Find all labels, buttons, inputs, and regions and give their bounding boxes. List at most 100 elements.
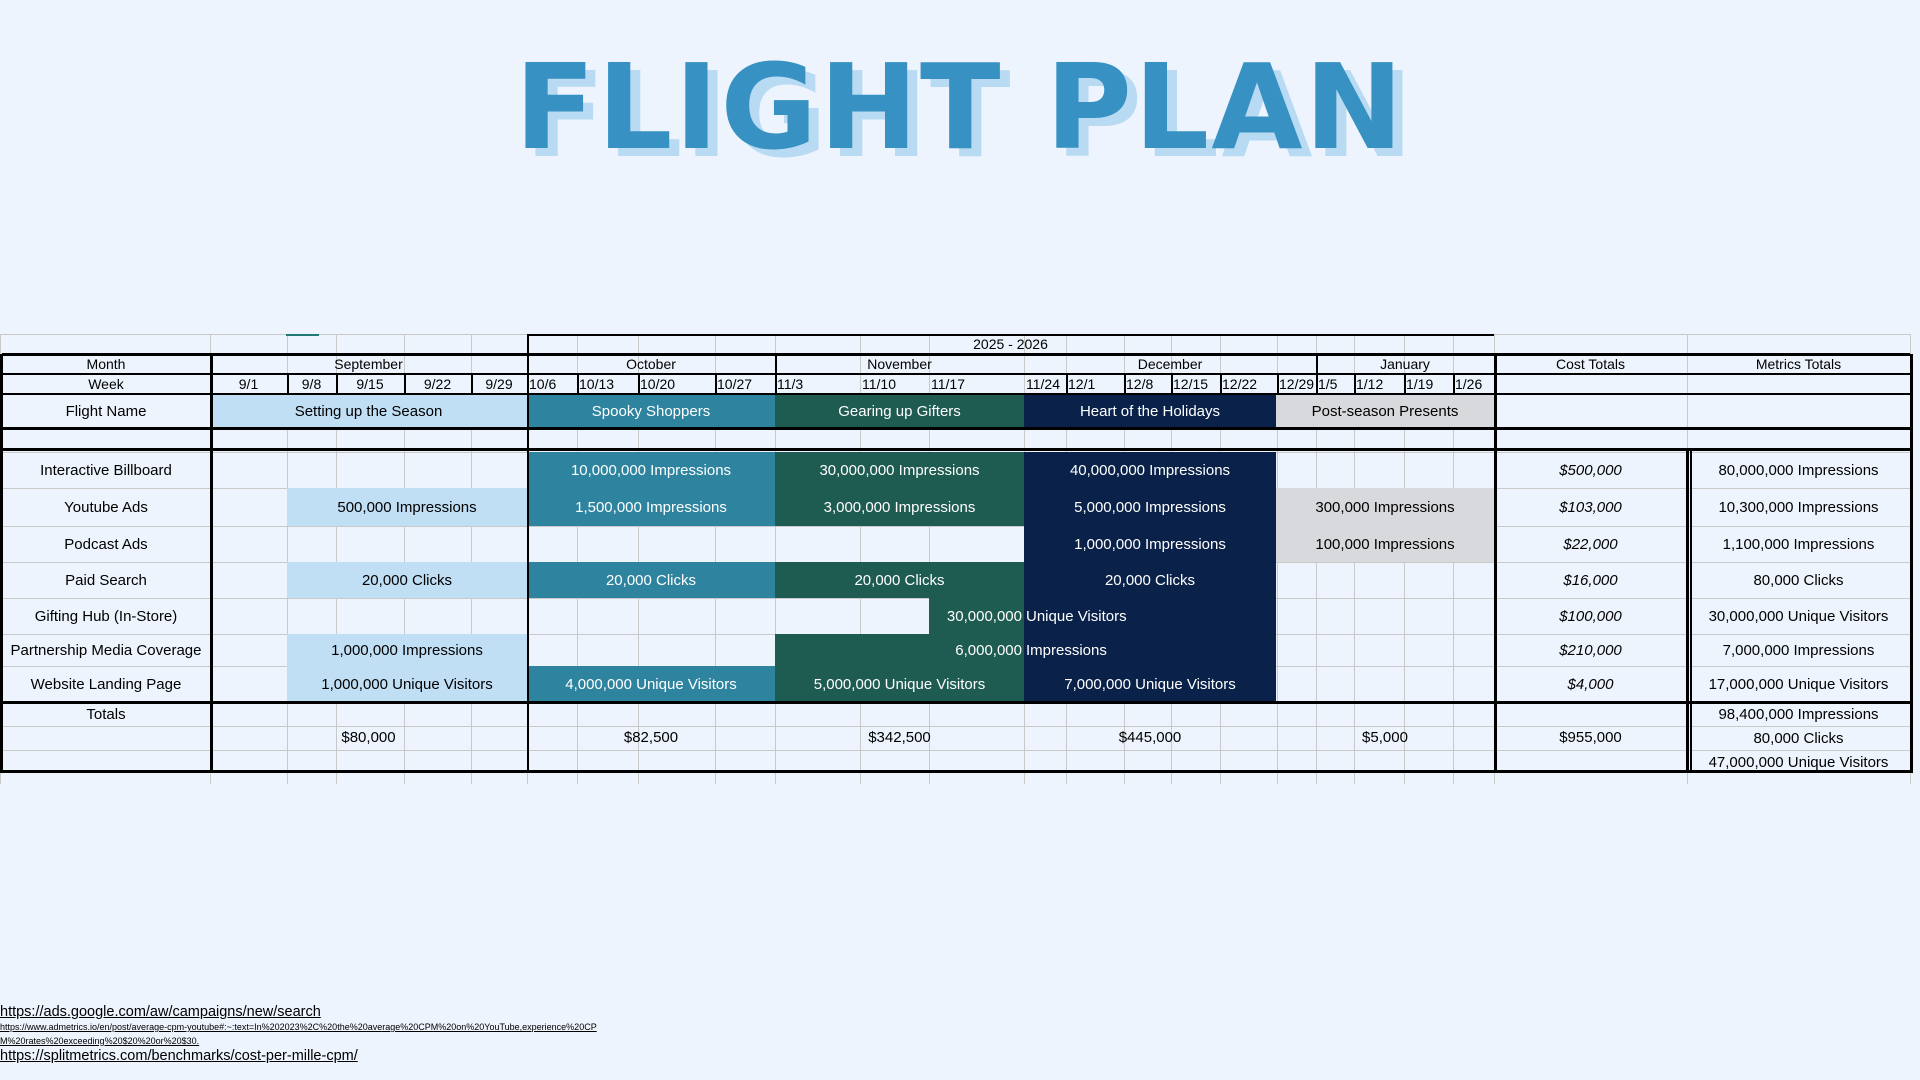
week-9-22: 9/22	[423, 376, 452, 392]
total-sep: $80,000	[341, 728, 396, 746]
border-line	[1171, 374, 1173, 394]
week-12-1: 12/1	[1068, 376, 1096, 392]
year-label: 2025 - 2026	[973, 336, 1048, 352]
grid-line	[775, 334, 776, 784]
channel-nov-value: 30,000,000 Impressions	[819, 461, 980, 479]
border-line	[2, 448, 1910, 451]
border-line	[775, 354, 777, 395]
schedule-block	[775, 562, 1024, 598]
channel-dec-value: 5,000,000 Impressions	[1074, 498, 1226, 516]
channel-name: Paid Search	[65, 571, 147, 589]
schedule-block	[287, 562, 527, 598]
month-september: September	[334, 356, 403, 372]
channel-jan-value: 300,000 Impressions	[1315, 498, 1455, 516]
week-11-3: 11/3	[777, 376, 804, 392]
channel-span-value: 6,000,000	[955, 641, 1022, 659]
border-line	[638, 374, 640, 394]
schedule-block	[775, 488, 1024, 526]
grid-line	[577, 334, 578, 784]
border-line	[527, 334, 1494, 336]
channel-oct-value: 1,500,000 Impressions	[575, 498, 727, 516]
schedule-block	[287, 634, 527, 666]
selection-marker	[286, 334, 319, 336]
source-link-admetrics[interactable]: https://www.admetrics.io/en/post/average…	[0, 1022, 597, 1046]
border-line	[1066, 374, 1068, 394]
border-line	[1404, 374, 1406, 394]
grid-line	[638, 334, 639, 784]
month-january: January	[1380, 356, 1430, 372]
schedule-block	[287, 666, 527, 702]
grid-line	[336, 334, 337, 784]
border-line	[287, 374, 289, 394]
schedule-block	[1024, 598, 1276, 634]
source-link-google-ads[interactable]: https://ads.google.com/aw/campaigns/new/…	[0, 1004, 321, 1020]
flight-name: Gearing up Gifters	[838, 402, 961, 420]
channel-name: Youtube Ads	[64, 498, 148, 516]
border-line	[471, 374, 473, 394]
channel-nov-value: 3,000,000 Impressions	[823, 498, 976, 516]
total-metric: 47,000,000 Unique Visitors	[1708, 753, 1889, 771]
total-metric: 98,400,000 Impressions	[1718, 705, 1879, 723]
week-9-8: 9/8	[301, 376, 322, 392]
channel-name: Interactive Billboard	[40, 461, 172, 479]
channel-oct-value: 4,000,000 Unique Visitors	[565, 675, 737, 693]
month-december: December	[1137, 356, 1203, 372]
week-12-8: 12/8	[1126, 376, 1154, 392]
channel-metric-total: 17,000,000 Unique Visitors	[1708, 675, 1889, 693]
schedule-block	[527, 452, 775, 488]
channel-span-unit: Impressions	[1026, 641, 1107, 659]
week-1-5: 1/5	[1318, 376, 1338, 392]
border-line	[1316, 354, 1318, 395]
channel-oct-value: 10,000,000 Impressions	[570, 461, 732, 479]
month-header: Month	[86, 356, 126, 372]
channel-name: Gifting Hub (In-Store)	[34, 607, 178, 625]
border-line	[1124, 374, 1126, 394]
channel-cost: $500,000	[1559, 461, 1622, 479]
week-10-27: 10/27	[717, 376, 753, 392]
border-line	[1494, 354, 1497, 773]
page-title: FLIGHT PLAN	[514, 38, 1406, 176]
week-9-1: 9/1	[238, 376, 259, 392]
schedule-block	[775, 634, 1024, 666]
week-1-19: 1/19	[1406, 376, 1434, 392]
grid-line	[0, 750, 1910, 751]
channel-nov-value: 5,000,000 Unique Visitors	[813, 675, 986, 693]
grid-line	[404, 334, 405, 784]
week-12-22: 12/22	[1222, 376, 1258, 392]
channel-cost: $210,000	[1559, 641, 1622, 659]
border-line	[527, 334, 529, 773]
month-november: November	[867, 356, 932, 372]
channel-sep-value: 1,000,000 Impressions	[331, 641, 483, 659]
grid-line	[471, 334, 472, 784]
source-links: https://ads.google.com/aw/campaigns/new/…	[0, 1004, 760, 1065]
channel-cost: $4,000	[1567, 675, 1614, 693]
schedule-block	[1276, 488, 1494, 526]
border-line	[2, 353, 1910, 356]
schedule-block	[527, 666, 775, 702]
channel-metric-total: 30,000,000 Unique Visitors	[1708, 607, 1889, 625]
schedule-block	[527, 562, 775, 598]
schedule-block	[775, 452, 1024, 488]
schedule-block	[1024, 562, 1276, 598]
totals-label: Totals	[86, 705, 126, 723]
schedule-block	[1276, 526, 1494, 562]
border-line	[1220, 374, 1222, 394]
schedule-block	[287, 488, 527, 526]
total-oct: $82,500	[623, 728, 679, 746]
schedule-block	[527, 488, 775, 526]
week-9-15: 9/15	[356, 376, 384, 392]
flight-name: Setting up the Season	[294, 402, 443, 420]
week-10-20: 10/20	[640, 376, 676, 392]
schedule-block	[929, 598, 1024, 634]
channel-cost: $100,000	[1559, 607, 1622, 625]
channel-cost: $22,000	[1563, 535, 1618, 553]
channel-name: Website Landing Page	[30, 675, 182, 693]
grid-line	[0, 526, 1910, 527]
channel-dec-value: 7,000,000 Unique Visitors	[1064, 675, 1236, 693]
border-line	[577, 374, 579, 394]
channel-metric-total: 80,000 Clicks	[1753, 571, 1844, 589]
source-link-splitmetrics[interactable]: https://splitmetrics.com/benchmarks/cost…	[0, 1048, 358, 1064]
total-jan: $5,000	[1362, 728, 1408, 746]
channel-sep-value: 1,000,000 Unique Visitors	[321, 675, 493, 693]
channel-sep-value: 20,000 Clicks	[361, 571, 453, 589]
